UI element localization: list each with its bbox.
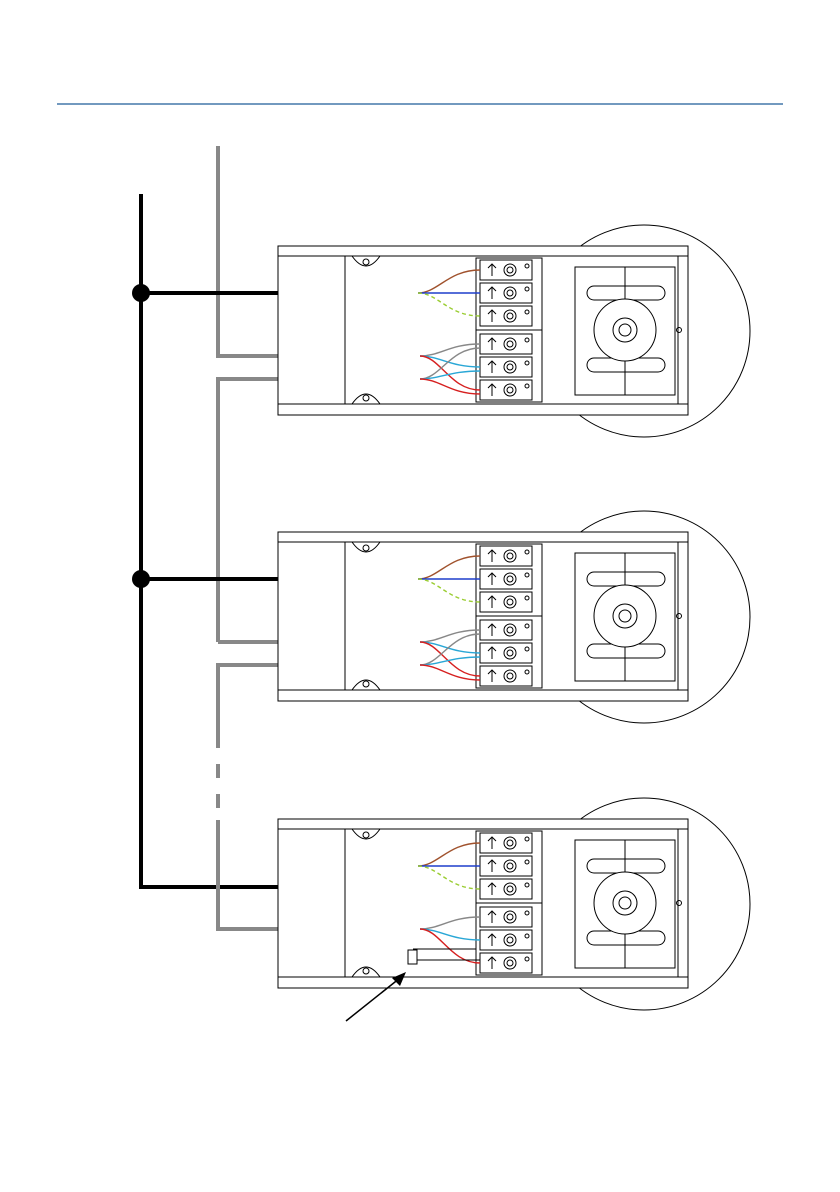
detector-unit [278,225,750,437]
detector-unit [278,511,750,723]
sensor-ring [594,299,656,361]
sensor-ring [594,872,656,934]
detector-units [278,225,750,1010]
junction-dot [132,284,150,302]
detector-unit [278,798,750,1010]
sensor-ring [594,585,656,647]
end-of-line-resistor [408,950,417,964]
junction-dot [132,570,150,588]
